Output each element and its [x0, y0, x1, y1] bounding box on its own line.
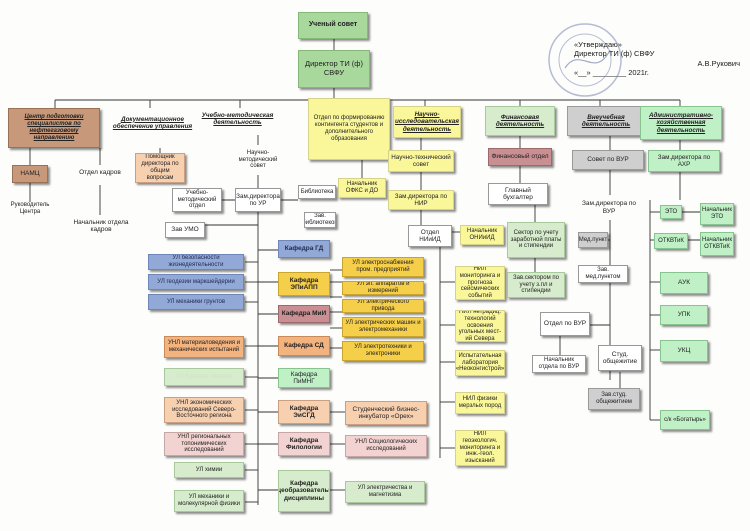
chief-accountant[interactable]: Главный бухгалтер	[488, 183, 548, 205]
branch-research[interactable]: Научно-исследовательская деятельность	[393, 106, 461, 138]
center-head[interactable]: Руководитель Центра	[10, 202, 50, 215]
lab-electricity-magnetism[interactable]: УЛ электричества и магнетизма	[345, 481, 425, 503]
branch-contingent-department[interactable]: Отдел по формированию контингента студен…	[308, 98, 390, 160]
lab-coal-technologies[interactable]: НИЛ нетрадиц. технологий освоения угольн…	[455, 310, 505, 342]
sports-complex-bogatyr[interactable]: с/к «Богатырь»	[660, 410, 710, 430]
library[interactable]: Библиотека	[298, 185, 336, 199]
chair-esgd[interactable]: Кафедра ЭиСГД	[278, 400, 330, 424]
medical-post-head[interactable]: Зав. мед.пунктом	[578, 265, 628, 283]
vur-department-head[interactable]: Начальник отдела по ВУР	[532, 355, 586, 373]
umo-head[interactable]: Зав УМО	[165, 222, 205, 238]
lab-economic-research[interactable]: УНЛ экономических исследований Северо-Во…	[164, 397, 244, 423]
lab-mechanics-physics[interactable]: УЛ механики и молекулярной физики	[174, 490, 244, 512]
approval-name: А.В.Рукович	[697, 58, 740, 68]
assistant-director[interactable]: Помощник директора по общим вопросам	[135, 153, 185, 183]
lab-life-safety[interactable]: УЛ безопасности жизнедеятельности	[148, 254, 244, 270]
lab-apparatus-measurement[interactable]: УЛ эл. аппаратов и измерений	[342, 281, 424, 295]
branch-finance[interactable]: Финансовая деятельность	[485, 106, 555, 136]
auk[interactable]: АУК	[660, 272, 708, 294]
otkvtik-head[interactable]: Начальник ОТКВТиК	[700, 232, 734, 256]
scientific-methodical-council[interactable]: Научно-методический совет	[238, 149, 278, 170]
educational-methodical-dept[interactable]: Учебно-методический отдел	[172, 188, 222, 212]
medical-post[interactable]: Мед.пункт	[578, 232, 608, 248]
chair-gd[interactable]: Кафедра ГД	[278, 240, 330, 258]
approval-title: «Утверждаю»	[574, 40, 622, 49]
branch-administrative[interactable]: Административно-хозяйственная деятельнос…	[640, 106, 722, 140]
deputy-director-vur[interactable]: Зам.директора по ВУР	[581, 200, 637, 215]
lab-frozen-rocks[interactable]: НИЛ физики мерзлых пород	[455, 392, 505, 414]
lab-geoecology[interactable]: НИЛ геоэкологич. мониторинга и инж.-геол…	[455, 430, 505, 466]
approval-date: «__» ________ 2021г.	[574, 68, 649, 78]
testing-lab-neokongistroy[interactable]: Испытательная лаборатория «Неоконгистрой…	[455, 350, 505, 376]
ofks-head[interactable]: Начальник ОФКС и ДО	[338, 178, 386, 198]
student-dormitory[interactable]: Студ. общежитие	[598, 345, 642, 371]
lab-geodesy-surveying[interactable]: УЛ геодезии маркшейдерии	[148, 274, 244, 290]
lab-materials-testing[interactable]: УНЛ материаловедения и механических испы…	[164, 336, 244, 358]
academic-council[interactable]: Ученый совет	[298, 12, 368, 39]
lab-electronics[interactable]: УЛ электротехники и электроники	[342, 341, 424, 361]
chair-pimng[interactable]: Кафедра ПиМНГ	[278, 368, 330, 388]
personnel-department[interactable]: Отдел кадров	[79, 169, 121, 177]
vur-department[interactable]: Отдел по ВУР	[540, 312, 590, 336]
lab-soil-mechanics[interactable]: УЛ механики грунтов	[148, 294, 244, 310]
deputy-director-ahr[interactable]: Зам.директора по АХР	[648, 150, 720, 172]
business-incubator[interactable]: Студенческий бизнес-инкубатор «Орех»	[345, 401, 427, 425]
ukc[interactable]: УКЦ	[660, 340, 708, 362]
eto-department[interactable]: ЭТО	[660, 205, 682, 219]
branch-document-management[interactable]: Документационное обеспечение управления	[112, 115, 193, 130]
eto-head[interactable]: Начальник ЭТО	[700, 203, 734, 225]
upk[interactable]: УПК	[660, 305, 708, 325]
lab-toponymic-research[interactable]: УНЛ региональных топонимических исследов…	[164, 432, 244, 456]
chair-philology[interactable]: Кафедра Филологии	[278, 432, 330, 456]
niid-head[interactable]: Начальник ОНИиИД	[460, 225, 504, 245]
branch-oil-gas-center[interactable]: Центр подготовки специалистов по нефтега…	[8, 108, 100, 148]
branch-extracurricular[interactable]: Внеучебная деятельность	[567, 106, 645, 136]
deputy-director-ur[interactable]: Зам.директора по УР	[235, 188, 281, 212]
dormitory-head[interactable]: Зав.студ. общежитием	[588, 388, 640, 410]
lab-sociological-research[interactable]: УНЛ Социологических исследований	[345, 435, 427, 457]
niid-department[interactable]: Отдел НИиИД	[408, 225, 452, 247]
vur-council[interactable]: Совет по ВУР	[572, 150, 644, 170]
finance-department[interactable]: Финансовый отдел	[488, 148, 552, 166]
otkvtik-department[interactable]: ОТКВТиК	[654, 233, 688, 249]
director[interactable]: Директор ТИ (ф) СВФУ	[298, 50, 370, 88]
chair-general-education[interactable]: Кафедра Общеобразовательные дисциплины	[278, 470, 330, 512]
lab-power-supply[interactable]: УЛ электроснабжения пром. предприятий	[342, 257, 424, 277]
lab-seismic-monitoring[interactable]: НИЛ мониторинга и прогноза сейсмических …	[455, 266, 505, 300]
chair-eiapp[interactable]: Кафедра ЭПиАПП	[278, 272, 330, 296]
scientific-technical-council[interactable]: Научно-технический совет	[388, 150, 454, 172]
lab-chemistry[interactable]: УЛ химии	[174, 462, 244, 478]
deputy-director-nir[interactable]: Зам.директора по НИР	[388, 190, 454, 210]
salary-sector-head[interactable]: Зав.сектором по учету з.пл и стипендии	[507, 272, 565, 298]
salary-sector[interactable]: Сектор по учету заработной платы и стипе…	[507, 222, 565, 258]
branch-educational-methodical[interactable]: Учебно-методическая деятельность	[201, 111, 274, 126]
lab-electric-drive[interactable]: УЛ электрического привода	[342, 299, 424, 313]
library-head[interactable]: Зав. библиотекой	[304, 212, 336, 228]
stamp-seal	[548, 23, 622, 97]
personnel-head[interactable]: Начальник отдела кадров	[73, 218, 129, 233]
lab-pimng[interactable]: УЛ бурения скважин	[164, 368, 244, 386]
chair-sd[interactable]: Кафедра СД	[278, 336, 330, 356]
approval-block: «Утверждаю» Директор ТИ (ф) СВФУ А.В.Рук…	[570, 40, 740, 78]
namc-box[interactable]: НАМЦ	[12, 165, 48, 183]
approval-position: Директор ТИ (ф) СВФУ	[574, 49, 655, 59]
chair-mig[interactable]: Кафедра МиИ	[278, 305, 330, 323]
lab-electric-machines[interactable]: УЛ электрических машин и электромеханики	[342, 317, 424, 337]
